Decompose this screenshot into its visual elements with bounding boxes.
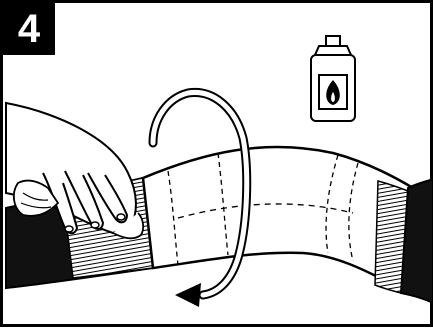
white-sleeve	[143, 147, 413, 288]
pipe-cleaning-illustration	[3, 3, 433, 330]
flammable-solvent-bottle-icon	[311, 36, 355, 121]
